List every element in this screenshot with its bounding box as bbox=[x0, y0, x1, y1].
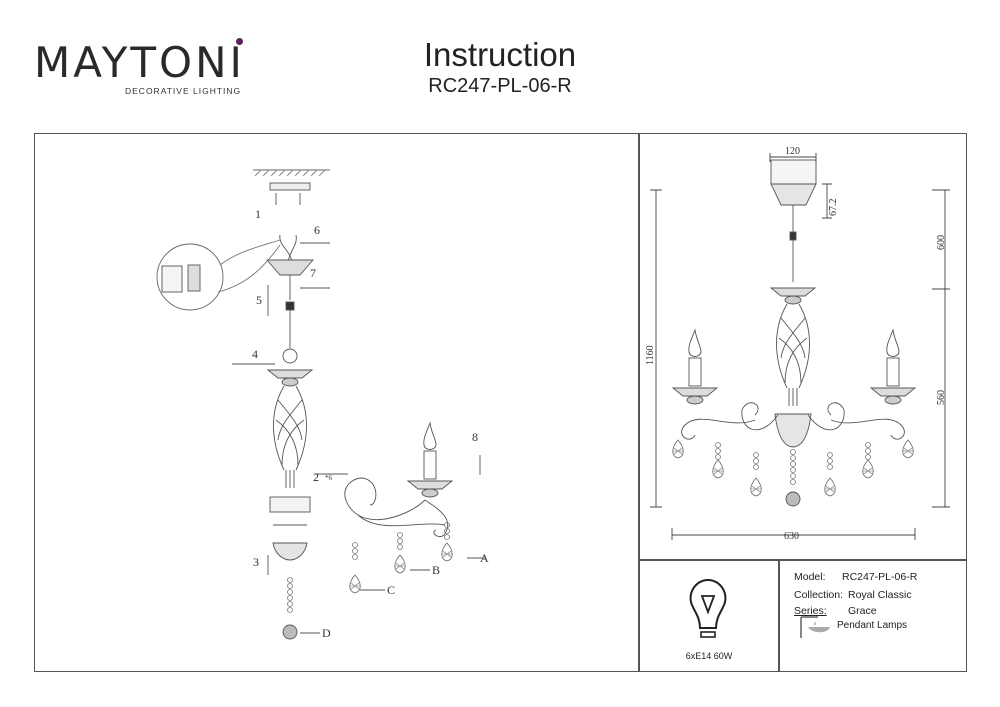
logo-dot bbox=[235, 38, 243, 45]
pendant-lamp-icon bbox=[800, 616, 830, 638]
step-4: 4 bbox=[252, 347, 258, 361]
step-7: 7 bbox=[310, 266, 316, 280]
page-title: Instruction bbox=[423, 36, 577, 73]
series-value: Grace bbox=[848, 605, 877, 617]
bulb-icon bbox=[689, 578, 727, 638]
dimension-labels: 120 67.2 1160 600 560 630 bbox=[645, 146, 947, 542]
step-6: 6 bbox=[314, 223, 320, 237]
dim-canopy-width: 120 bbox=[785, 146, 800, 157]
step-2-multiplier: *6 bbox=[325, 474, 333, 482]
dimension-drawing bbox=[650, 153, 950, 540]
bulb-spec: 6xE14 60W bbox=[685, 651, 733, 661]
instruction-frame bbox=[34, 133, 967, 672]
brand-tagline: DECORATIVE LIGHTING bbox=[125, 86, 242, 96]
series-label: Series: bbox=[794, 605, 827, 617]
part-b: B bbox=[432, 563, 440, 577]
part-c: C bbox=[387, 583, 395, 597]
dim-body-height: 560 bbox=[936, 390, 947, 405]
step-8: 8 bbox=[472, 430, 478, 444]
assembly-diagram bbox=[156, 169, 485, 640]
dim-canopy-height: 67.2 bbox=[828, 199, 839, 217]
step-3: 3 bbox=[253, 555, 259, 569]
divider-vertical bbox=[638, 133, 640, 672]
dim-diameter: 630 bbox=[784, 531, 799, 542]
step-labels: 1 2 *6 3 4 5 6 7 8 A B C D bbox=[252, 207, 489, 640]
model-value: RC247-PL-06-R bbox=[842, 571, 918, 583]
part-d: D bbox=[322, 626, 331, 640]
brand-logo: MAYTONI bbox=[34, 38, 245, 87]
collection-value: Royal Classic bbox=[848, 589, 912, 601]
step-2: 2 bbox=[313, 470, 319, 484]
model-number: RC247-PL-06-R bbox=[428, 75, 572, 97]
divider-info bbox=[778, 559, 780, 672]
step-1: 1 bbox=[255, 207, 261, 221]
dim-total-height: 1160 bbox=[645, 345, 656, 365]
part-a: A bbox=[480, 551, 489, 565]
collection-label: Collection: bbox=[794, 589, 844, 601]
divider-horizontal bbox=[638, 559, 967, 561]
dim-chain-length: 600 bbox=[936, 235, 947, 250]
step-5: 5 bbox=[256, 293, 262, 307]
model-label: Model: bbox=[794, 571, 826, 583]
type-value: Pendant Lamps bbox=[837, 620, 908, 631]
